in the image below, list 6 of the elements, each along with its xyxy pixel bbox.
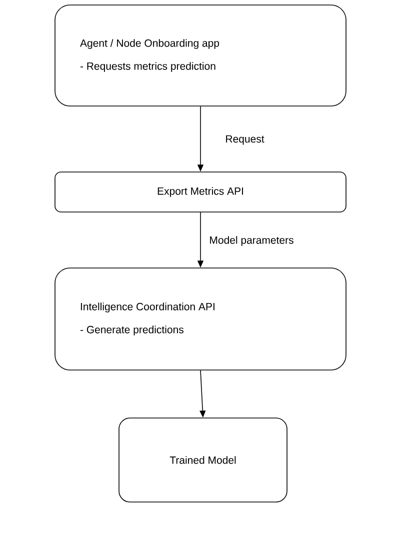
edge-label: Request: [224, 134, 266, 146]
process-box: Intelligence Coordination API - Generate predictions: [54, 268, 346, 370]
process-box: Trained Model: [118, 418, 288, 502]
process-box: Export Metrics API: [54, 172, 346, 212]
process-box: Agent / Node Onboarding app - Requests metrics prediction: [54, 4, 346, 106]
edge-label: Model parameters: [208, 235, 295, 247]
